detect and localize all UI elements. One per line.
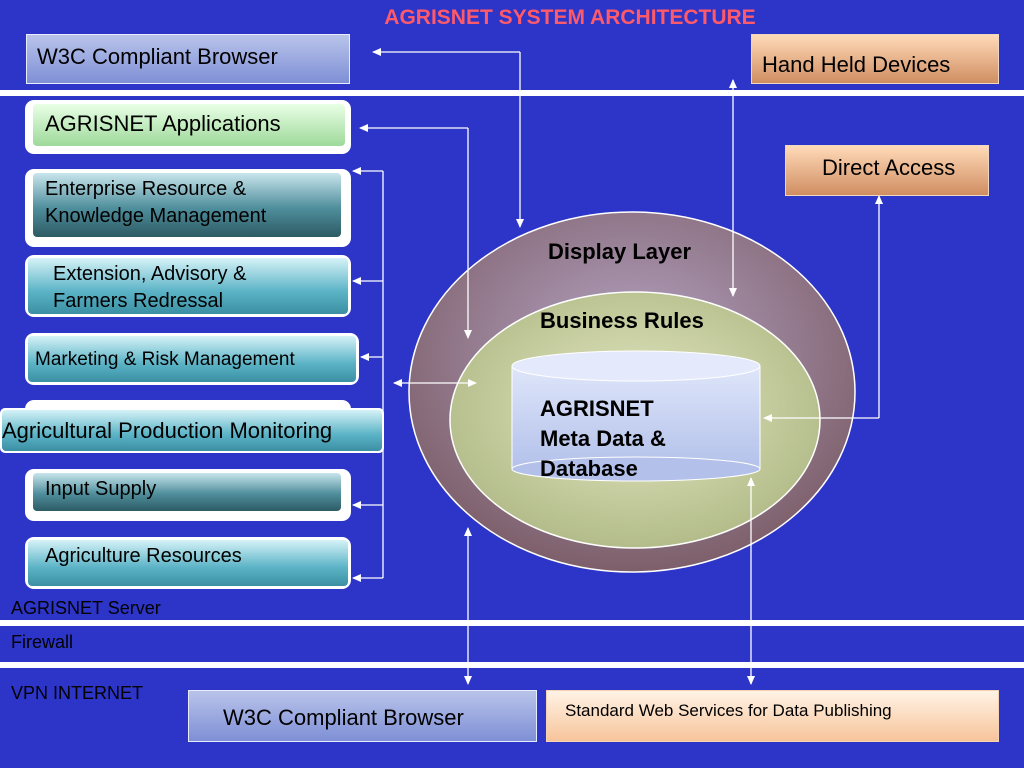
server-zone-label: AGRISNET Server [11,598,161,618]
marketing-label: Marketing & Risk Management [35,349,295,370]
resources-label: Agriculture Resources [45,545,242,567]
handheld-label: Hand Held Devices [762,52,951,77]
web-services-box: Standard Web Services for Data Publishin… [546,690,999,742]
display-layer-label: Display Layer [548,239,692,264]
applications-box: AGRISNET Applications [25,100,351,154]
erp-label-line2: Knowledge Management [45,205,267,227]
production-module-box: Agricultural Production Monitoring [0,408,384,453]
top-browser-box: W3C Compliant Browser [26,34,350,84]
database-cylinder [511,350,761,482]
applications-label: AGRISNET Applications [45,111,281,136]
extension-label-line1: Extension, Advisory & [53,263,247,285]
extension-label-line2: Farmers Redressal [53,290,224,312]
handheld-box: Hand Held Devices [751,34,999,84]
database-label-line1: AGRISNET [540,396,654,421]
erp-label-line1: Enterprise Resource & [45,178,247,200]
top-browser-label: W3C Compliant Browser [37,44,278,69]
database-label-line3: Database [540,456,638,481]
input-supply-label: Input Supply [45,478,157,500]
database-label-line2: Meta Data & [540,426,666,451]
business-rules-label: Business Rules [540,308,704,333]
resources-module-box: Agriculture Resources [25,537,351,589]
vpn-zone-label: VPN INTERNET [11,683,144,703]
firewall-separator-bottom [0,662,1024,668]
input-supply-module-box: Input Supply [25,469,351,521]
production-label: Agricultural Production Monitoring [2,418,333,443]
marketing-module-box: Marketing & Risk Management [25,333,359,385]
top-separator-line [0,90,1024,96]
direct-access-box: Direct Access [785,145,989,196]
erp-module-box: Enterprise Resource & Knowledge Manageme… [25,169,351,247]
bottom-browser-box: W3C Compliant Browser [188,690,537,742]
web-services-label: Standard Web Services for Data Publishin… [565,701,892,720]
firewall-separator-top [0,620,1024,626]
extension-module-box: Extension, Advisory & Farmers Redressal [25,255,351,317]
bottom-browser-label: W3C Compliant Browser [223,705,464,730]
diagram-title: AGRISNET SYSTEM ARCHITECTURE [384,6,756,29]
direct-access-label: Direct Access [822,155,956,180]
firewall-zone-label: Firewall [11,632,74,652]
